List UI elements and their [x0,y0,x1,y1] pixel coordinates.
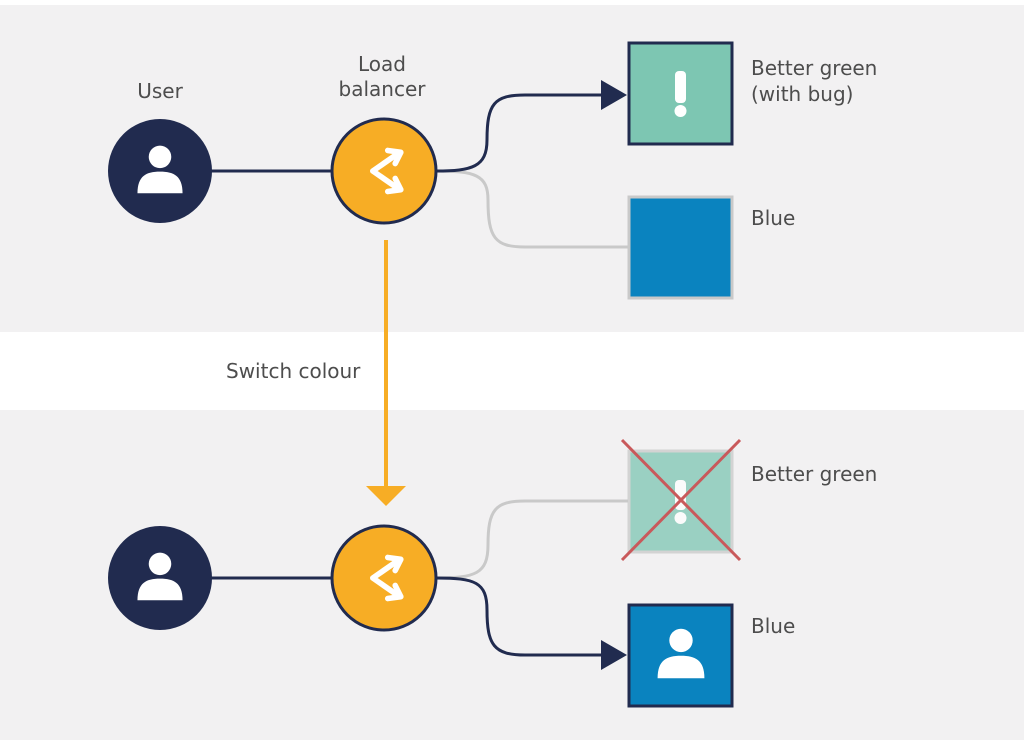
bottom-blue-label: Blue [751,614,795,638]
bottom-active-route-to-blue [435,576,603,657]
bottom-inactive-route-to-green [435,499,628,580]
switch-arrowhead [366,486,406,506]
switch-label: Switch colour [226,359,361,383]
cross-out-icon [620,438,742,562]
bottom-blue-server [627,603,734,708]
top-inactive-route-to-blue [435,169,628,249]
top-lb-label-line2: balancer [339,77,427,101]
top-user-avatar [108,119,212,223]
bottom-scenario: Better green Blue [108,438,877,708]
top-green-label-line1: Better green [751,56,877,80]
bottom-green-label: Better green [751,462,877,486]
top-arrowhead-to-green [601,80,627,110]
bottom-load-balancer [330,524,438,632]
top-blue-server [627,195,734,300]
top-load-balancer [330,117,438,225]
top-blue-label: Blue [751,206,795,230]
top-scenario: User Load balancer Better green (with bu… [108,41,877,300]
top-active-route-to-green [435,93,603,173]
top-lb-label-line1: Load [358,52,406,76]
bottom-arrowhead-to-blue [601,640,627,670]
switch-transition: Switch colour [226,240,406,506]
top-user-label: User [137,79,183,103]
top-green-exclamation-icon [674,71,687,117]
top-green-label-line2: (with bug) [751,82,853,106]
bottom-user-avatar [108,526,212,630]
